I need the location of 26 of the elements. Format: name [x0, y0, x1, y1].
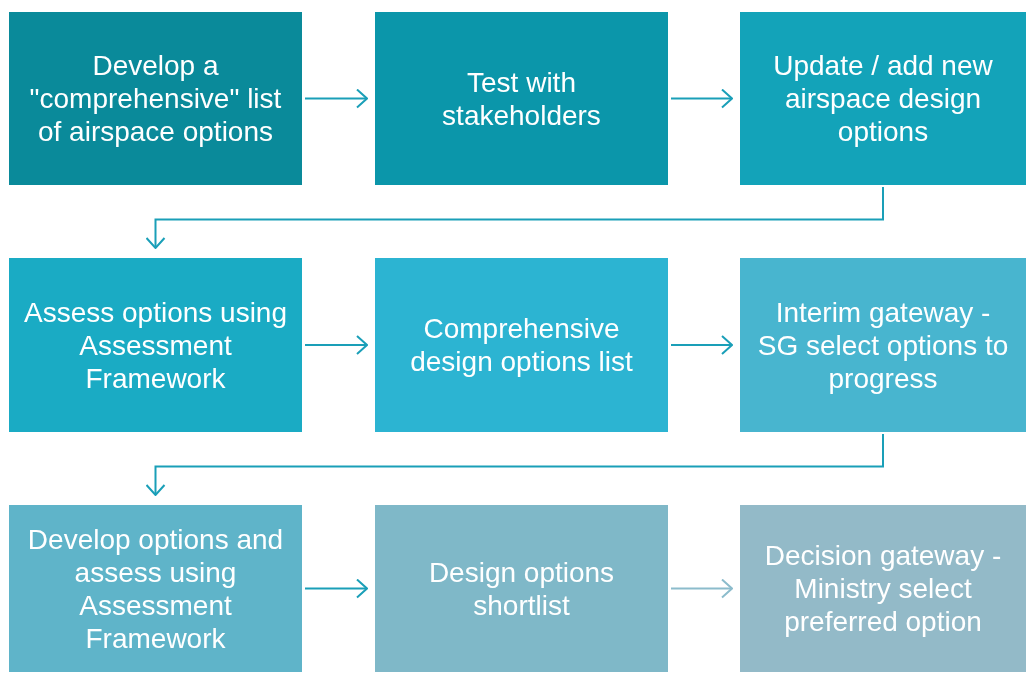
process-box [9, 505, 302, 672]
arrow [145, 186, 884, 249]
process-box [740, 505, 1026, 672]
box-text: Decision gateway - Ministry select preferred option [763, 539, 1003, 638]
process-box [375, 505, 668, 672]
box-text: Design options shortlist [427, 555, 616, 622]
box-text: Interim gateway - SG select options to progress [756, 295, 1010, 395]
box-text: Comprehensive design options list [409, 312, 634, 378]
box-text: Update / add new airspace design options [772, 49, 994, 148]
process-box [375, 258, 668, 432]
box-text: Assess options using Assessment Framework [22, 295, 288, 395]
arrow [670, 88, 733, 109]
arrow [304, 88, 368, 109]
box-text: Develop a "comprehensive" list of airspace options [28, 49, 283, 148]
box-text: Develop options and assess using Assessment Framework [26, 522, 285, 655]
arrow [304, 335, 368, 355]
process-box [740, 12, 1026, 185]
process-box [375, 12, 668, 185]
process-box [9, 258, 302, 432]
arrow [145, 433, 884, 496]
box-text: Test with stakeholders [441, 65, 602, 132]
process-box [9, 12, 302, 185]
arrow [670, 578, 733, 599]
process-box [740, 258, 1026, 432]
arrow [304, 578, 368, 599]
arrow [670, 335, 733, 355]
